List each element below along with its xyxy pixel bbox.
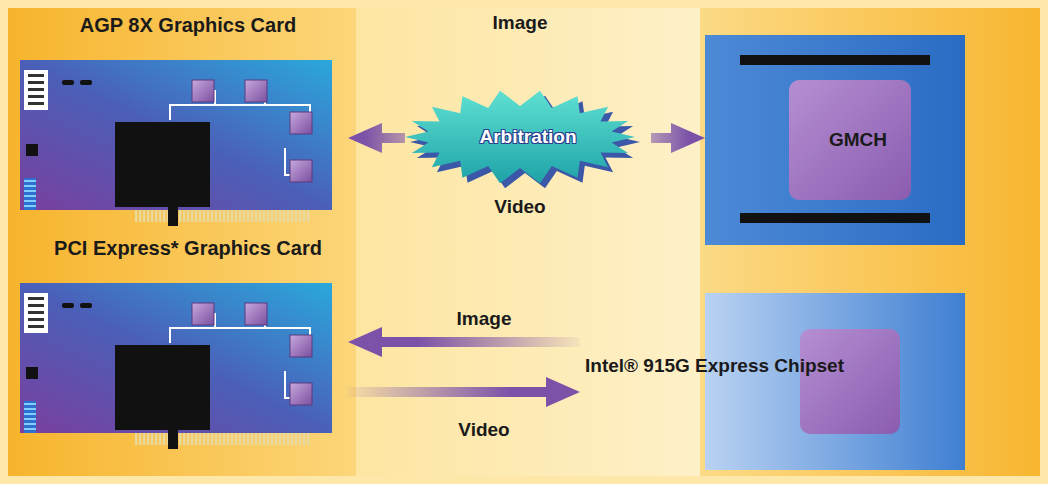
- data-flow-arrow: [348, 123, 405, 153]
- arbitration-burst: Arbitration: [405, 90, 651, 184]
- edge-label: Image: [457, 308, 512, 330]
- data-flow-arrow: [348, 377, 580, 407]
- graphics-card: PCI Express* Graphics Card: [20, 235, 348, 449]
- flow-label: Video: [494, 196, 545, 218]
- chipset-box: GMCH: [705, 35, 981, 245]
- graphics-card: AGP 8X Graphics Card: [20, 12, 348, 226]
- edge-label: Video: [458, 419, 509, 441]
- graphics-card-illustration: [20, 283, 332, 449]
- flow-label: Image: [493, 12, 548, 34]
- node-text: Arbitration: [405, 90, 651, 184]
- node-text: GMCH: [705, 35, 981, 245]
- card-heading: PCI Express* Graphics Card: [20, 235, 348, 261]
- chipset-illustration: [580, 293, 965, 470]
- graphics-card-illustration: [20, 60, 332, 226]
- node-text: Intel® 915G Express Chipset: [585, 355, 844, 377]
- chipset-box: Intel® 915G Express Chipset: [580, 293, 965, 470]
- data-flow-arrow: [651, 123, 705, 153]
- data-flow-arrow: [348, 327, 580, 357]
- card-heading: AGP 8X Graphics Card: [20, 12, 348, 38]
